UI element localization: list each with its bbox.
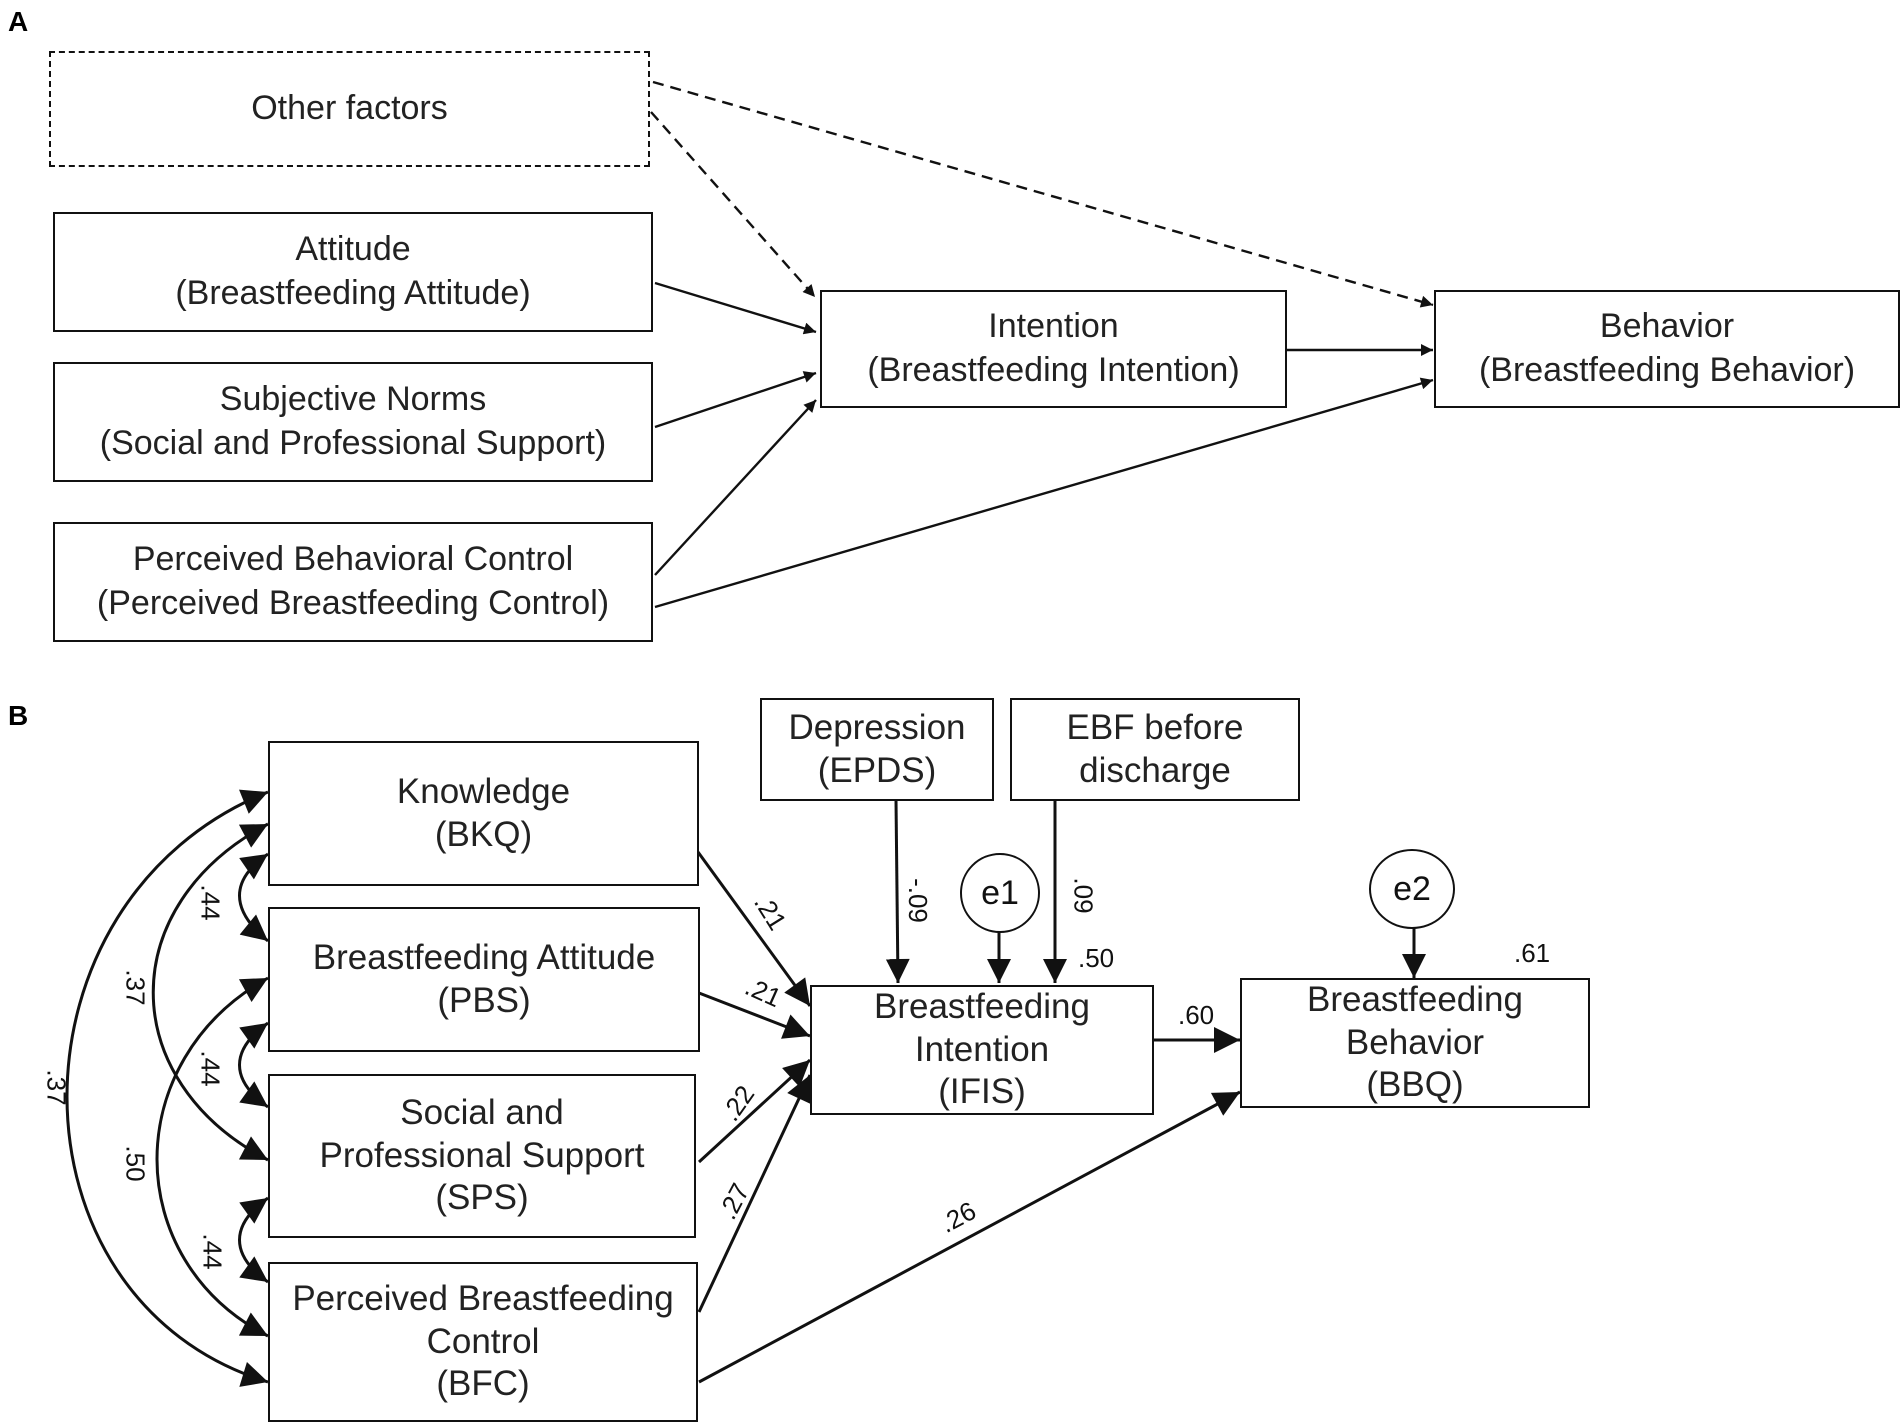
node-knowledge-line2: (BKQ) xyxy=(434,814,533,854)
node-attitude-subtitle: (Breastfeeding Attitude) xyxy=(175,274,531,312)
coef-depression-intention: -.09 xyxy=(902,878,933,923)
node-attitude: Attitude (Breastfeeding Attitude) xyxy=(53,212,653,332)
edge-other-factors-intention xyxy=(650,111,816,298)
node-intention-subtitle: (Breastfeeding Intention) xyxy=(867,351,1240,389)
node-intention-title: Intention xyxy=(988,307,1119,346)
r2-intention: .50 xyxy=(1078,943,1115,973)
node-pbc-title: Perceived Behavioral Control xyxy=(132,540,574,579)
node-ebf-before-discharge: EBF before discharge xyxy=(1010,698,1300,801)
node-pbc-subtitle: (Perceived Breastfeeding Control) xyxy=(96,584,610,622)
cov-knowledge-control xyxy=(65,789,269,1387)
panel-b-label: B xyxy=(8,700,29,731)
node-ebf-line1: EBF before xyxy=(1066,707,1244,747)
node-ebf-line2: discharge xyxy=(1079,750,1231,790)
error-term-e2: e2 xyxy=(1369,849,1455,929)
cov-label-knowledge-support: .37 xyxy=(120,969,151,1006)
node-depression-line1: Depression xyxy=(788,707,966,747)
node-control-line1: Perceived Breastfeeding xyxy=(292,1278,674,1318)
node-knowledge: Knowledge (BKQ) xyxy=(268,741,699,886)
cov-label-knowledge-attitude: .44 xyxy=(195,884,226,921)
node-support-line2: Professional Support xyxy=(319,1135,645,1175)
r2-behavior: .61 xyxy=(1514,938,1551,968)
node-support-line1: Social and xyxy=(400,1092,564,1132)
node-intention-b-line3: (IFIS) xyxy=(938,1072,1026,1112)
edge-other-factors-behavior xyxy=(652,80,1434,308)
cov-support-control xyxy=(238,1196,269,1284)
edge-knowledge-intention xyxy=(696,851,812,1007)
coef-ebf-intention: .09 xyxy=(1068,877,1099,914)
node-subjective-norms-title: Subjective Norms xyxy=(219,380,487,419)
node-knowledge-line1: Knowledge xyxy=(396,771,571,811)
node-behavior: Behavior (Breastfeeding Behavior) xyxy=(1434,290,1900,408)
node-control-line3: (BFC) xyxy=(436,1364,530,1404)
node-social-professional-support: Social and Professional Support (SPS) xyxy=(268,1074,696,1238)
node-perceived-behavioral-control: Perceived Behavioral Control (Perceived … xyxy=(53,522,653,642)
node-behavior-b-line2: Behavior xyxy=(1345,1022,1485,1062)
node-subjective-norms: Subjective Norms (Social and Professiona… xyxy=(53,362,653,482)
node-perceived-breastfeeding-control: Perceived Breastfeeding Control (BFC) xyxy=(268,1262,698,1422)
cov-label-attitude-support: .44 xyxy=(195,1050,226,1087)
node-intention-b-line2: Intention xyxy=(914,1029,1050,1069)
edge-control-intention xyxy=(697,1074,812,1313)
edge-control-behavior-b xyxy=(698,1090,1241,1384)
node-support-line3: (SPS) xyxy=(435,1178,529,1218)
edge-attitude-intention xyxy=(654,281,817,335)
cov-attitude-control xyxy=(155,976,269,1338)
cov-label-knowledge-control: .37 xyxy=(41,1069,72,1106)
node-intention-b-line1: Breastfeeding xyxy=(874,986,1090,1026)
node-other-factors: Other factors xyxy=(49,51,650,167)
coef-intention-behavior: .60 xyxy=(1178,1000,1215,1030)
error-term-e1: e1 xyxy=(960,853,1040,933)
edge-pbc-intention xyxy=(654,399,817,576)
node-breastfeeding-behavior: Breastfeeding Behavior (BBQ) xyxy=(1240,978,1590,1108)
node-depression-line2: (EPDS) xyxy=(817,750,937,790)
node-behavior-b-line3: (BBQ) xyxy=(1366,1065,1464,1105)
node-other-factors-label: Other factors xyxy=(251,89,448,128)
node-breastfeeding-intention: Breastfeeding Intention (IFIS) xyxy=(810,985,1154,1115)
node-control-line2: Control xyxy=(426,1321,540,1361)
error-term-e1-label: e1 xyxy=(981,873,1019,912)
node-behavior-title: Behavior xyxy=(1599,307,1735,346)
edge-attitude-intention-b xyxy=(698,991,811,1039)
node-attitude-title: Attitude xyxy=(295,230,411,269)
cov-attitude-support xyxy=(238,1021,269,1109)
cov-knowledge-attitude xyxy=(238,852,269,943)
node-intention: Intention (Breastfeeding Intention) xyxy=(820,290,1287,408)
node-breastfeeding-attitude: Breastfeeding Attitude (PBS) xyxy=(268,907,700,1052)
edge-pbc-behavior xyxy=(654,377,1434,609)
node-subjective-norms-subtitle: (Social and Professional Support) xyxy=(99,424,607,462)
node-behavior-b-line1: Breastfeeding xyxy=(1307,979,1523,1019)
node-attitude-line2: (PBS) xyxy=(437,980,531,1020)
panel-a-label: A xyxy=(8,6,29,37)
cov-label-attitude-control: .50 xyxy=(120,1145,151,1182)
edge-depression-intention xyxy=(885,799,910,984)
cov-knowledge-support xyxy=(151,822,269,1162)
node-depression: Depression (EPDS) xyxy=(760,698,994,801)
error-term-e2-label: e2 xyxy=(1393,869,1431,908)
node-behavior-subtitle: (Breastfeeding Behavior) xyxy=(1478,351,1856,389)
cov-label-support-control: .44 xyxy=(197,1233,228,1270)
edge-norms-intention xyxy=(654,371,817,429)
node-attitude-line1: Breastfeeding Attitude xyxy=(312,937,656,977)
